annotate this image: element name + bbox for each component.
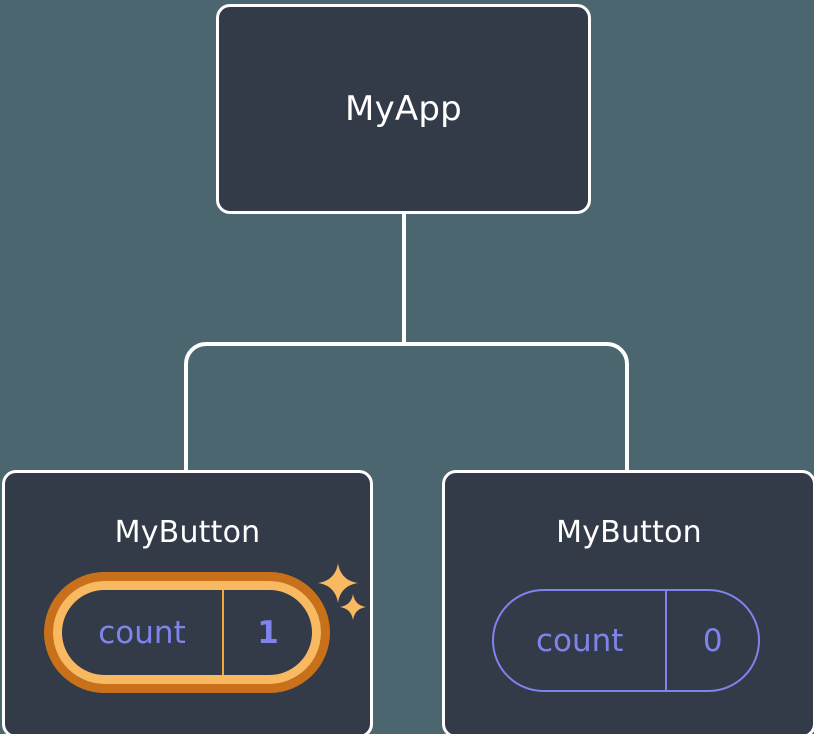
state-pill-left[interactable]: count 1 [53, 581, 321, 684]
connector-bus-right [404, 342, 629, 472]
connector-bus-left [184, 342, 404, 472]
node-mybutton-left-title: MyButton [114, 515, 261, 550]
node-myapp-title: MyApp [345, 89, 462, 129]
node-mybutton-right-title: MyButton [556, 515, 702, 550]
state-pill-left-wrapper: count 1 [53, 581, 321, 684]
state-pill-right-wrapper: count 0 [492, 589, 760, 692]
state-key-right: count [535, 622, 624, 659]
state-key-left: count [98, 614, 186, 651]
state-value-right: 0 [665, 591, 758, 690]
state-value-left: 1 [222, 590, 312, 675]
state-pill-right[interactable]: count 0 [492, 589, 760, 692]
node-myapp[interactable]: MyApp [216, 4, 591, 214]
